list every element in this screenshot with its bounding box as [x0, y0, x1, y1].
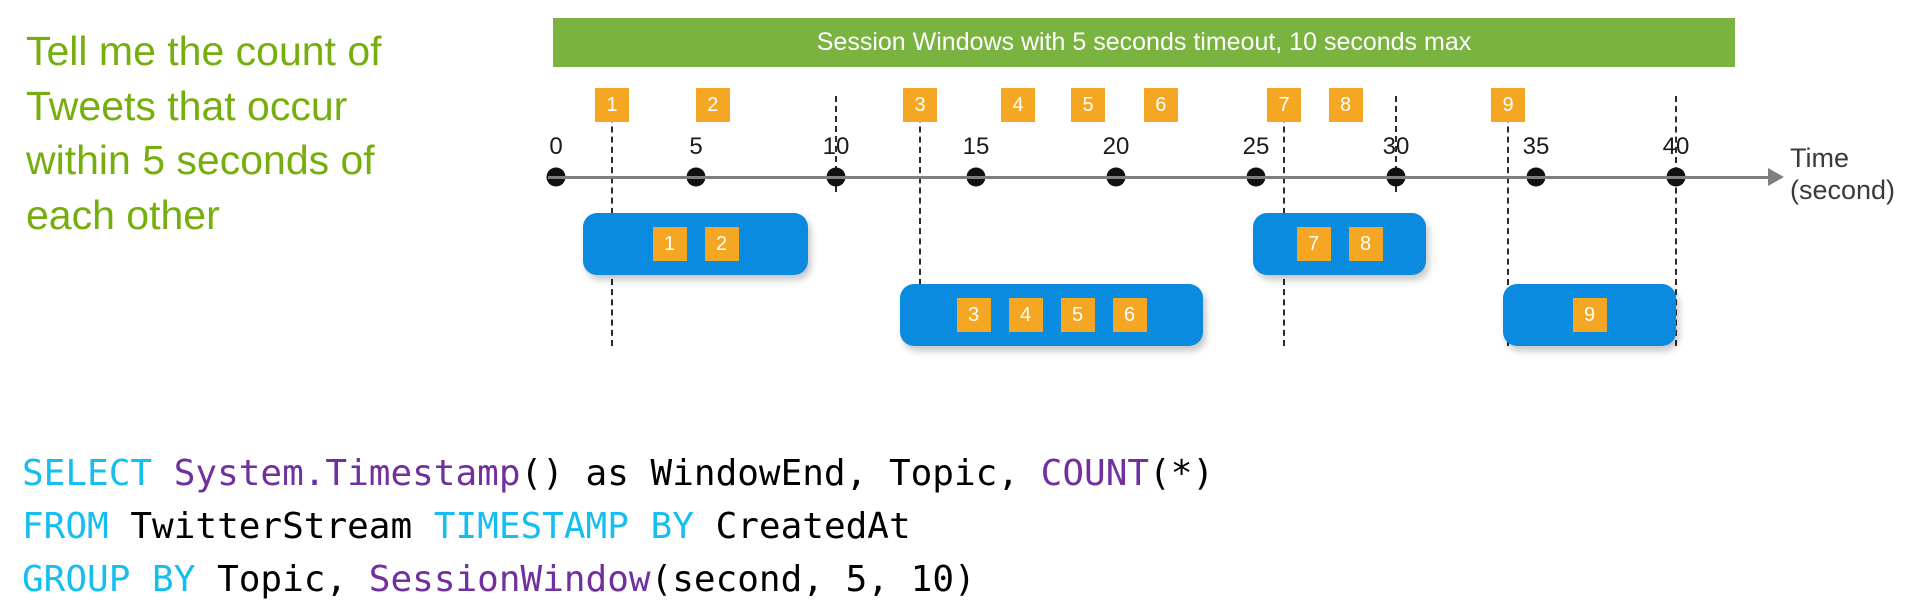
event-badge: 2	[695, 88, 730, 122]
session-event-badge: 6	[1112, 298, 1147, 332]
session-boundary-line	[1395, 96, 1397, 192]
sql-token-kw: SELECT	[22, 453, 174, 494]
session-boundary-line	[919, 96, 921, 346]
session-event-badge: 1	[652, 227, 687, 261]
event-badge: 7	[1267, 88, 1301, 122]
session-boundary-line	[1675, 96, 1677, 346]
axis-label-line1: Time	[1790, 143, 1849, 173]
time-axis-line	[548, 176, 1770, 179]
axis-tick-label: 35	[1522, 133, 1550, 160]
event-badge: 3	[903, 88, 937, 122]
sql-token-fn: System.Timestamp	[173, 453, 521, 494]
axis-tick-label: 5	[689, 133, 703, 160]
axis-tick-label: 25	[1242, 133, 1270, 160]
axis-label-line2: (second)	[1790, 174, 1896, 205]
axis-tick-label: 20	[1102, 133, 1130, 160]
page-caption: Tell me the count of Tweets that occur w…	[26, 28, 382, 238]
event-badge: 5	[1071, 88, 1105, 122]
event-badge: 9	[1491, 88, 1525, 122]
session-event-badge: 9	[1572, 298, 1607, 332]
diagram-banner-title: Session Windows with 5 seconds timeout, …	[816, 28, 1472, 56]
sql-token-kw: GROUP BY	[22, 558, 218, 600]
event-badge: 1	[595, 88, 629, 122]
sql-token-kw: FROM	[22, 505, 131, 547]
session-event-badge: 4	[1008, 298, 1043, 332]
sql-token-fn: COUNT	[1040, 453, 1150, 494]
sql-query-block: SELECT System.Timestamp() as WindowEnd, …	[22, 448, 1214, 607]
session-event-badge: 2	[704, 227, 739, 261]
axis-tick-label: 10	[822, 133, 850, 160]
sql-line: GROUP BY Topic, SessionWindow(second, 5,…	[22, 554, 1214, 607]
event-badge: 6	[1143, 88, 1178, 122]
axis-tick-label: 0	[549, 133, 563, 160]
sql-token-plain: TwitterStream	[130, 505, 434, 547]
session-window-box: 9	[1503, 284, 1676, 346]
sql-token-plain: CreatedAt	[715, 505, 911, 547]
sql-token-kw: TIMESTAMP BY	[433, 505, 716, 547]
sql-line: FROM TwitterStream TIMESTAMP BY CreatedA…	[22, 501, 1214, 554]
sql-token-plain: (*)	[1149, 453, 1215, 494]
session-window-diagram: Session Windows with 5 seconds timeout, …	[546, 18, 1895, 346]
session-event-badge: 8	[1348, 227, 1383, 261]
time-axis-arrow-icon	[1768, 168, 1784, 186]
session-boundary-line	[835, 96, 837, 192]
axis-tick-label: 15	[962, 133, 990, 160]
session-event-badge: 3	[956, 298, 991, 332]
axis-tick-label: 40	[1662, 133, 1690, 160]
session-boundary-line	[1507, 96, 1509, 346]
diagram-banner: Session Windows with 5 seconds timeout, …	[553, 18, 1735, 67]
event-badge: 8	[1328, 88, 1363, 122]
time-axis-label: Time (second)	[1790, 143, 1895, 207]
sql-token-plain: (second, 5, 10)	[650, 558, 976, 600]
session-event-badge: 7	[1296, 227, 1331, 261]
session-event-badge: 5	[1060, 298, 1095, 332]
sql-token-fn: SessionWindow	[368, 558, 651, 600]
sql-line: SELECT System.Timestamp() as WindowEnd, …	[22, 448, 1214, 501]
sql-token-plain: () as WindowEnd, Topic,	[520, 453, 1041, 494]
axis-tick-label: 30	[1382, 133, 1410, 160]
sql-token-plain: Topic,	[217, 558, 369, 600]
event-badge: 4	[1001, 88, 1035, 122]
